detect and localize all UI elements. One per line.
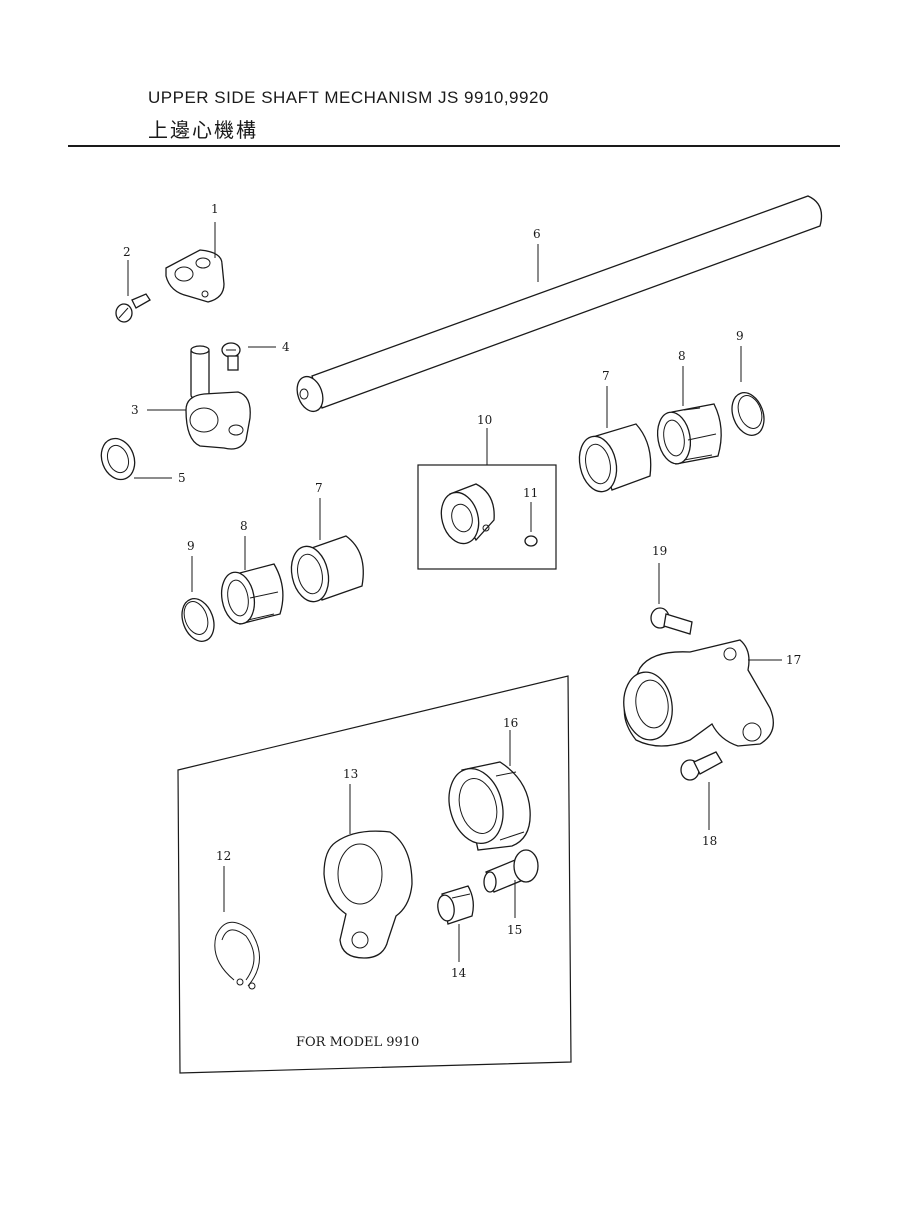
- callout-2: 2: [123, 245, 131, 259]
- callout-18: 18: [702, 834, 717, 848]
- page-title: UPPER SIDE SHAFT MECHANISM JS 9910,9920: [148, 88, 549, 107]
- header-rule: [68, 145, 840, 147]
- part-16-bearing: [448, 730, 531, 851]
- callout-12: 12: [216, 849, 231, 863]
- part-4-screw: [221, 342, 276, 371]
- part-19-screw: [650, 563, 693, 635]
- callout-8-right: 8: [678, 349, 686, 363]
- model-9910-group-box: [177, 675, 572, 1074]
- page-title-chinese: 上邊心機構: [148, 118, 258, 142]
- part-10-collar: [440, 483, 495, 545]
- part-3-crank: [147, 345, 251, 450]
- part-9-cap-right: [731, 346, 765, 436]
- callout-19: 19: [652, 544, 667, 558]
- part-8-bearing-right: [656, 366, 722, 465]
- callout-8-left: 8: [240, 519, 248, 533]
- callout-9-right: 9: [736, 329, 744, 343]
- part-8-bearing-left: [220, 536, 284, 625]
- part-7-bushing-right: [578, 386, 652, 493]
- part-18-screw: [680, 751, 723, 830]
- callout-7-left: 7: [315, 481, 323, 495]
- part-9-cap-left: [181, 556, 215, 642]
- callout-17: 17: [786, 653, 801, 667]
- part-6-shaft: [296, 195, 823, 413]
- part-7-bushing-left: [290, 498, 364, 603]
- callout-1: 1: [211, 202, 219, 216]
- callout-3: 3: [131, 403, 139, 417]
- part-11-set-screw: [524, 502, 538, 547]
- callout-15: 15: [507, 923, 522, 937]
- part-17-housing: [623, 639, 782, 747]
- part-13-rod: [323, 784, 413, 959]
- part-12-snap-ring: [214, 866, 260, 990]
- callout-11: 11: [523, 486, 538, 500]
- callout-6: 6: [533, 227, 541, 241]
- callout-9-left: 9: [187, 539, 195, 553]
- part-15-pin: [483, 849, 539, 918]
- callout-14: 14: [451, 966, 467, 980]
- callout-4: 4: [282, 340, 290, 354]
- part-14-small-bearing: [437, 885, 474, 962]
- callout-13: 13: [343, 767, 358, 781]
- part-2-screw: [115, 260, 151, 323]
- model-note: FOR MODEL 9910: [296, 1035, 419, 1050]
- part-1-clamp: [165, 222, 225, 303]
- callout-7-right: 7: [602, 369, 610, 383]
- callout-10: 10: [477, 413, 492, 427]
- callout-5: 5: [178, 471, 186, 485]
- callout-16: 16: [503, 716, 518, 730]
- part-5-washer: [100, 437, 172, 481]
